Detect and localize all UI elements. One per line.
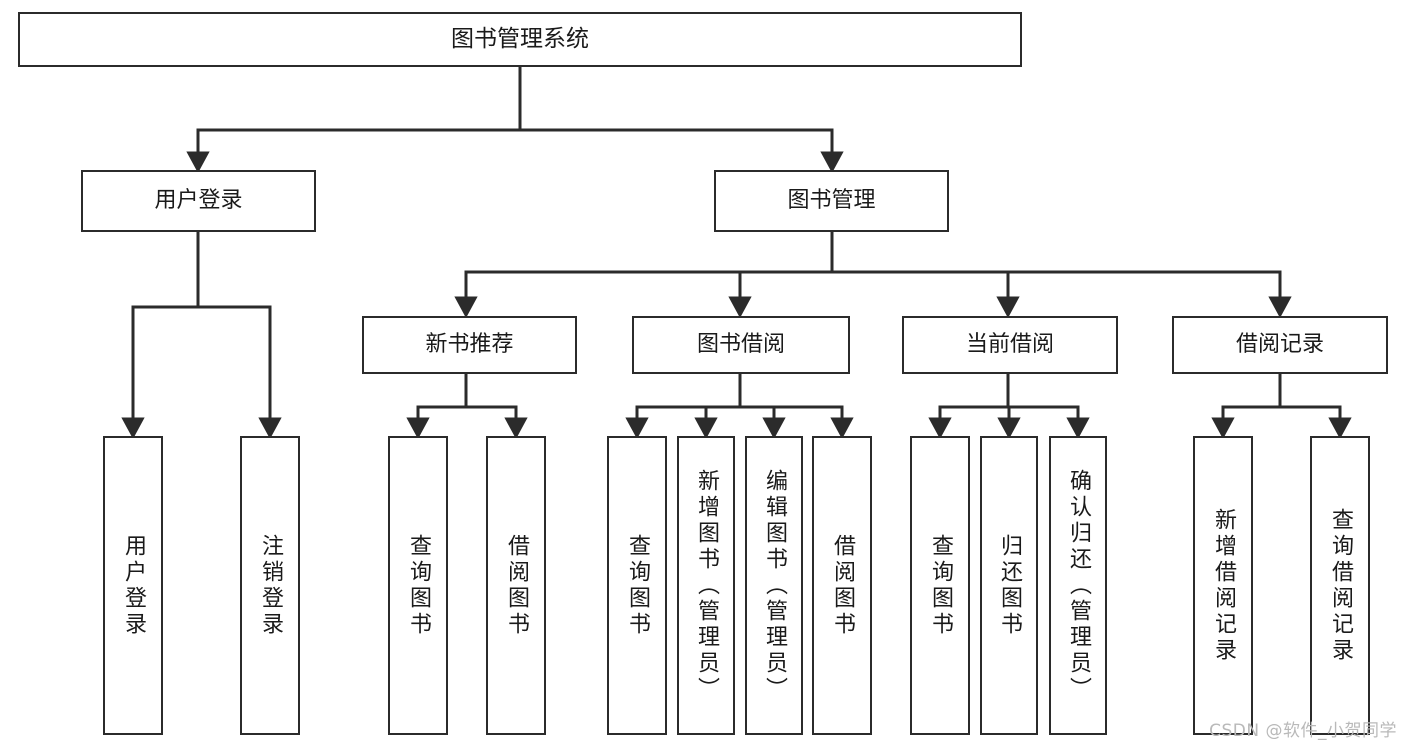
node-borrow-record[interactable]: 借阅记录 [1172,316,1388,374]
node-label: 借阅图书 [504,533,529,638]
node-leaf-new-book-query[interactable]: 查询图书 [388,436,448,735]
node-label: 新书推荐 [425,332,514,358]
node-leaf-book-borrow-add[interactable]: 新增图书（管理员） [677,436,735,735]
node-label: 借阅图书 [830,533,855,638]
node-label: 注销登录 [258,533,283,638]
node-label: 借阅记录 [1235,332,1324,358]
node-label: 图书管理 [787,188,876,214]
node-label: 查询图书 [625,533,650,638]
node-label: 编辑图书（管理员） [762,468,787,703]
node-leaf-borrow-record-add[interactable]: 新增借阅记录 [1193,436,1253,735]
node-label: 用户登录 [154,188,243,214]
node-label: 用户登录 [121,533,146,638]
node-book-borrow[interactable]: 图书借阅 [632,316,850,374]
node-leaf-user-login-signin[interactable]: 用户登录 [103,436,163,735]
node-book-management[interactable]: 图书管理 [714,170,949,232]
node-leaf-current-borrow-query[interactable]: 查询图书 [910,436,970,735]
node-leaf-new-book-borrow[interactable]: 借阅图书 [486,436,546,735]
node-root-book-management-system[interactable]: 图书管理系统 [18,12,1022,67]
node-current-borrow[interactable]: 当前借阅 [902,316,1118,374]
node-leaf-user-login-logout[interactable]: 注销登录 [240,436,300,735]
node-label: 新增图书（管理员） [694,468,719,703]
node-leaf-current-borrow-return[interactable]: 归还图书 [980,436,1038,735]
node-leaf-book-borrow-edit[interactable]: 编辑图书（管理员） [745,436,803,735]
node-leaf-borrow-record-query[interactable]: 查询借阅记录 [1310,436,1370,735]
node-new-book-recommendation[interactable]: 新书推荐 [362,316,577,374]
node-user-login[interactable]: 用户登录 [81,170,316,232]
node-label: 查询图书 [928,533,953,638]
node-label: 确认归还（管理员） [1066,468,1091,703]
node-leaf-book-borrow-borrow[interactable]: 借阅图书 [812,436,872,735]
node-label: 归还图书 [997,533,1022,638]
node-label: 查询借阅记录 [1328,507,1353,664]
node-label: 新增借阅记录 [1211,507,1236,664]
node-label: 查询图书 [406,533,431,638]
node-leaf-book-borrow-query[interactable]: 查询图书 [607,436,667,735]
node-label: 当前借阅 [965,332,1054,358]
node-label: 图书借阅 [696,332,785,358]
node-label: 图书管理系统 [451,25,589,52]
node-leaf-current-borrow-confirm-return[interactable]: 确认归还（管理员） [1049,436,1107,735]
